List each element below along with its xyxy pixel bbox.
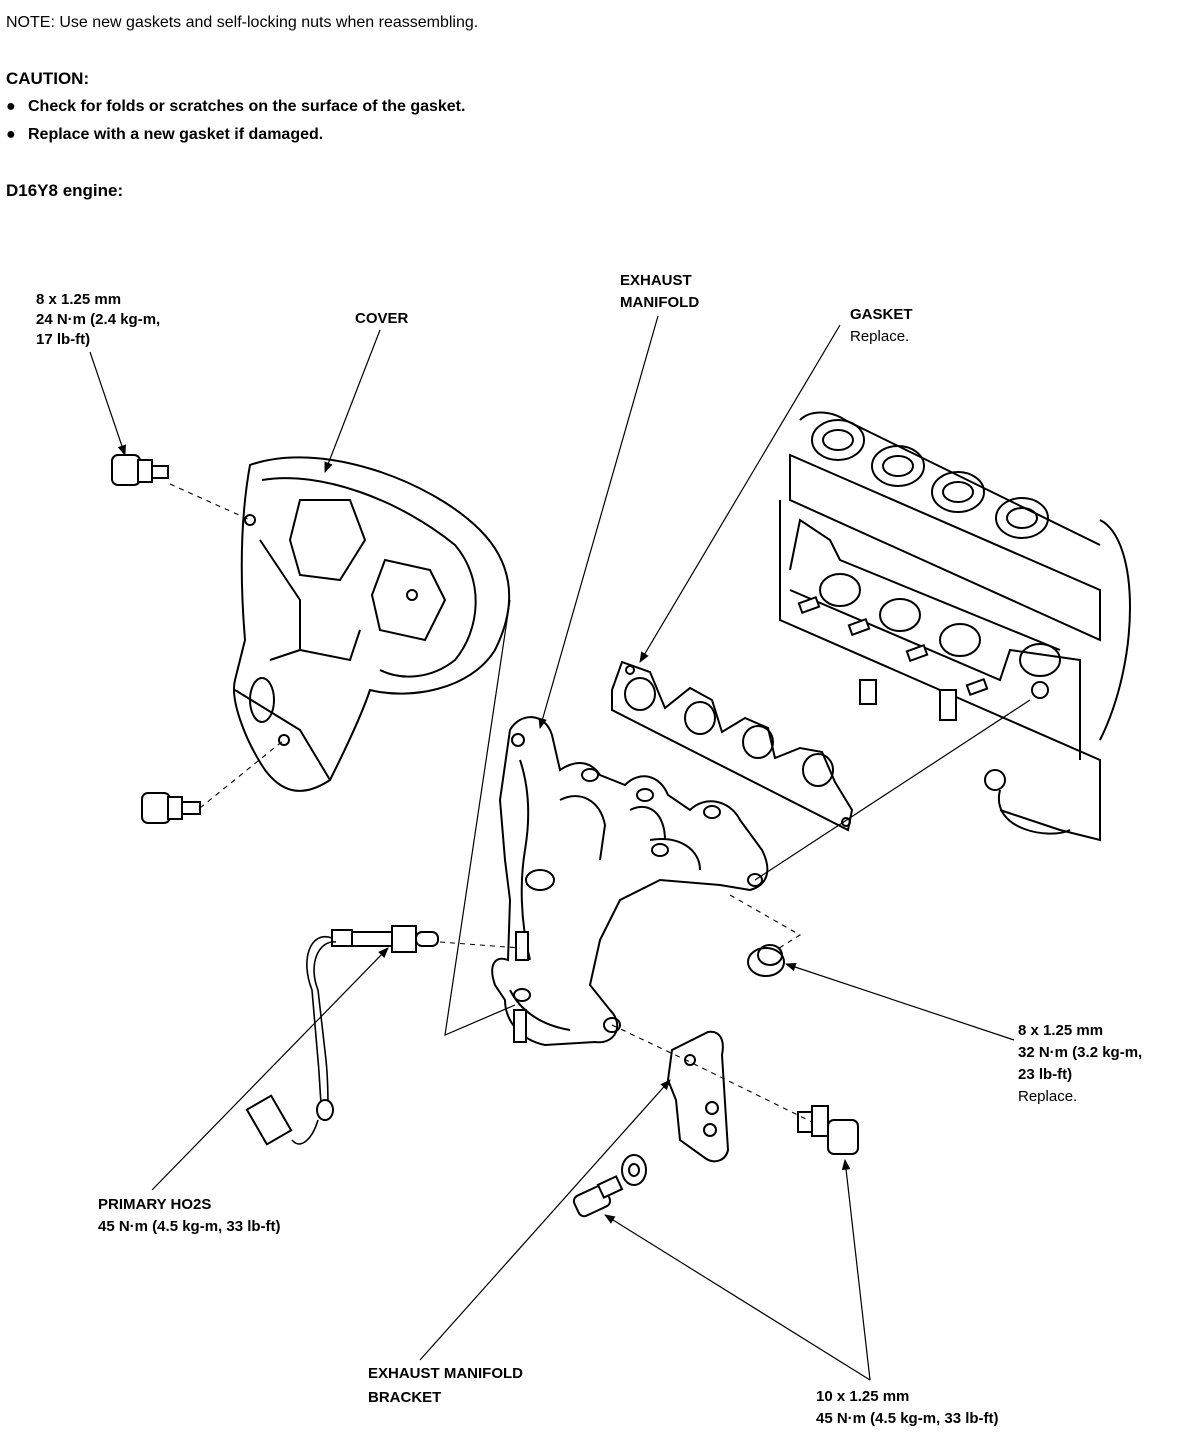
leader-gasket [639,324,841,663]
assembly-line [754,699,1031,881]
caution-item: ●Check for folds or scratches on the sur… [6,96,465,118]
leader-manifold-nut [784,962,1015,1041]
engine-block [779,411,1131,842]
bracket-lower-bolt-washer [572,1154,647,1218]
gasket-label: GASKET Replace. [850,306,913,345]
bracket-label: EXHAUST MANIFOLD BRACKET [368,1365,523,1406]
leader-cover [324,329,381,474]
leader-bracket-bolt-lower [604,1214,871,1381]
gasket [611,660,854,832]
cover-lower-bolt [141,792,201,824]
assembly-line [199,739,285,809]
bracket-bolt-label: 10 x 1.25 mm 45 N·m (4.5 kg-m, 33 lb-ft) [816,1388,999,1427]
exhaust-manifold [491,716,769,1047]
exhaust-manifold-label: EXHAUST MANIFOLD [620,272,700,311]
caution-item: ●Replace with a new gasket if damaged. [6,124,323,146]
primary-ho2s-label: PRIMARY HO2S 45 N·m (4.5 kg-m, 33 lb-ft) [98,1196,281,1235]
note-text: NOTE: Use new gaskets and self-locking n… [6,14,479,31]
cover-upper-bolt [111,454,169,486]
assembly-line [439,941,521,949]
leader-bracket [419,1079,671,1361]
assembly-line [729,894,802,951]
bullet-icon: ● [6,126,16,143]
engine-heading: D16Y8 engine: [6,181,124,200]
bracket-upper-bolt [797,1105,859,1155]
cover-bolt-label: 8 x 1.25 mm 24 N·m (2.4 kg-m, 17 lb-ft) [36,291,161,348]
heat-cover [233,456,511,792]
leader-cover-bolt [89,351,126,457]
assembly-line [611,1024,813,1123]
exhaust-manifold-bracket [666,1030,730,1163]
cover-outline-line [444,599,516,1036]
caution-title: CAUTION: [6,69,90,88]
assembly-line [169,483,251,521]
manifold-nut-label: 8 x 1.25 mm 32 N·m (3.2 kg-m, 23 lb-ft) … [1018,1022,1143,1105]
primary-ho2s-sensor [245,925,439,1146]
leader-bracket-bolt-upper [841,1158,871,1381]
leader-primary-ho2s [151,947,389,1191]
leader-exhaust-manifold [538,315,659,730]
manifold-nut [747,944,785,977]
cover-label: COVER [355,310,409,327]
bullet-icon: ● [6,98,16,115]
